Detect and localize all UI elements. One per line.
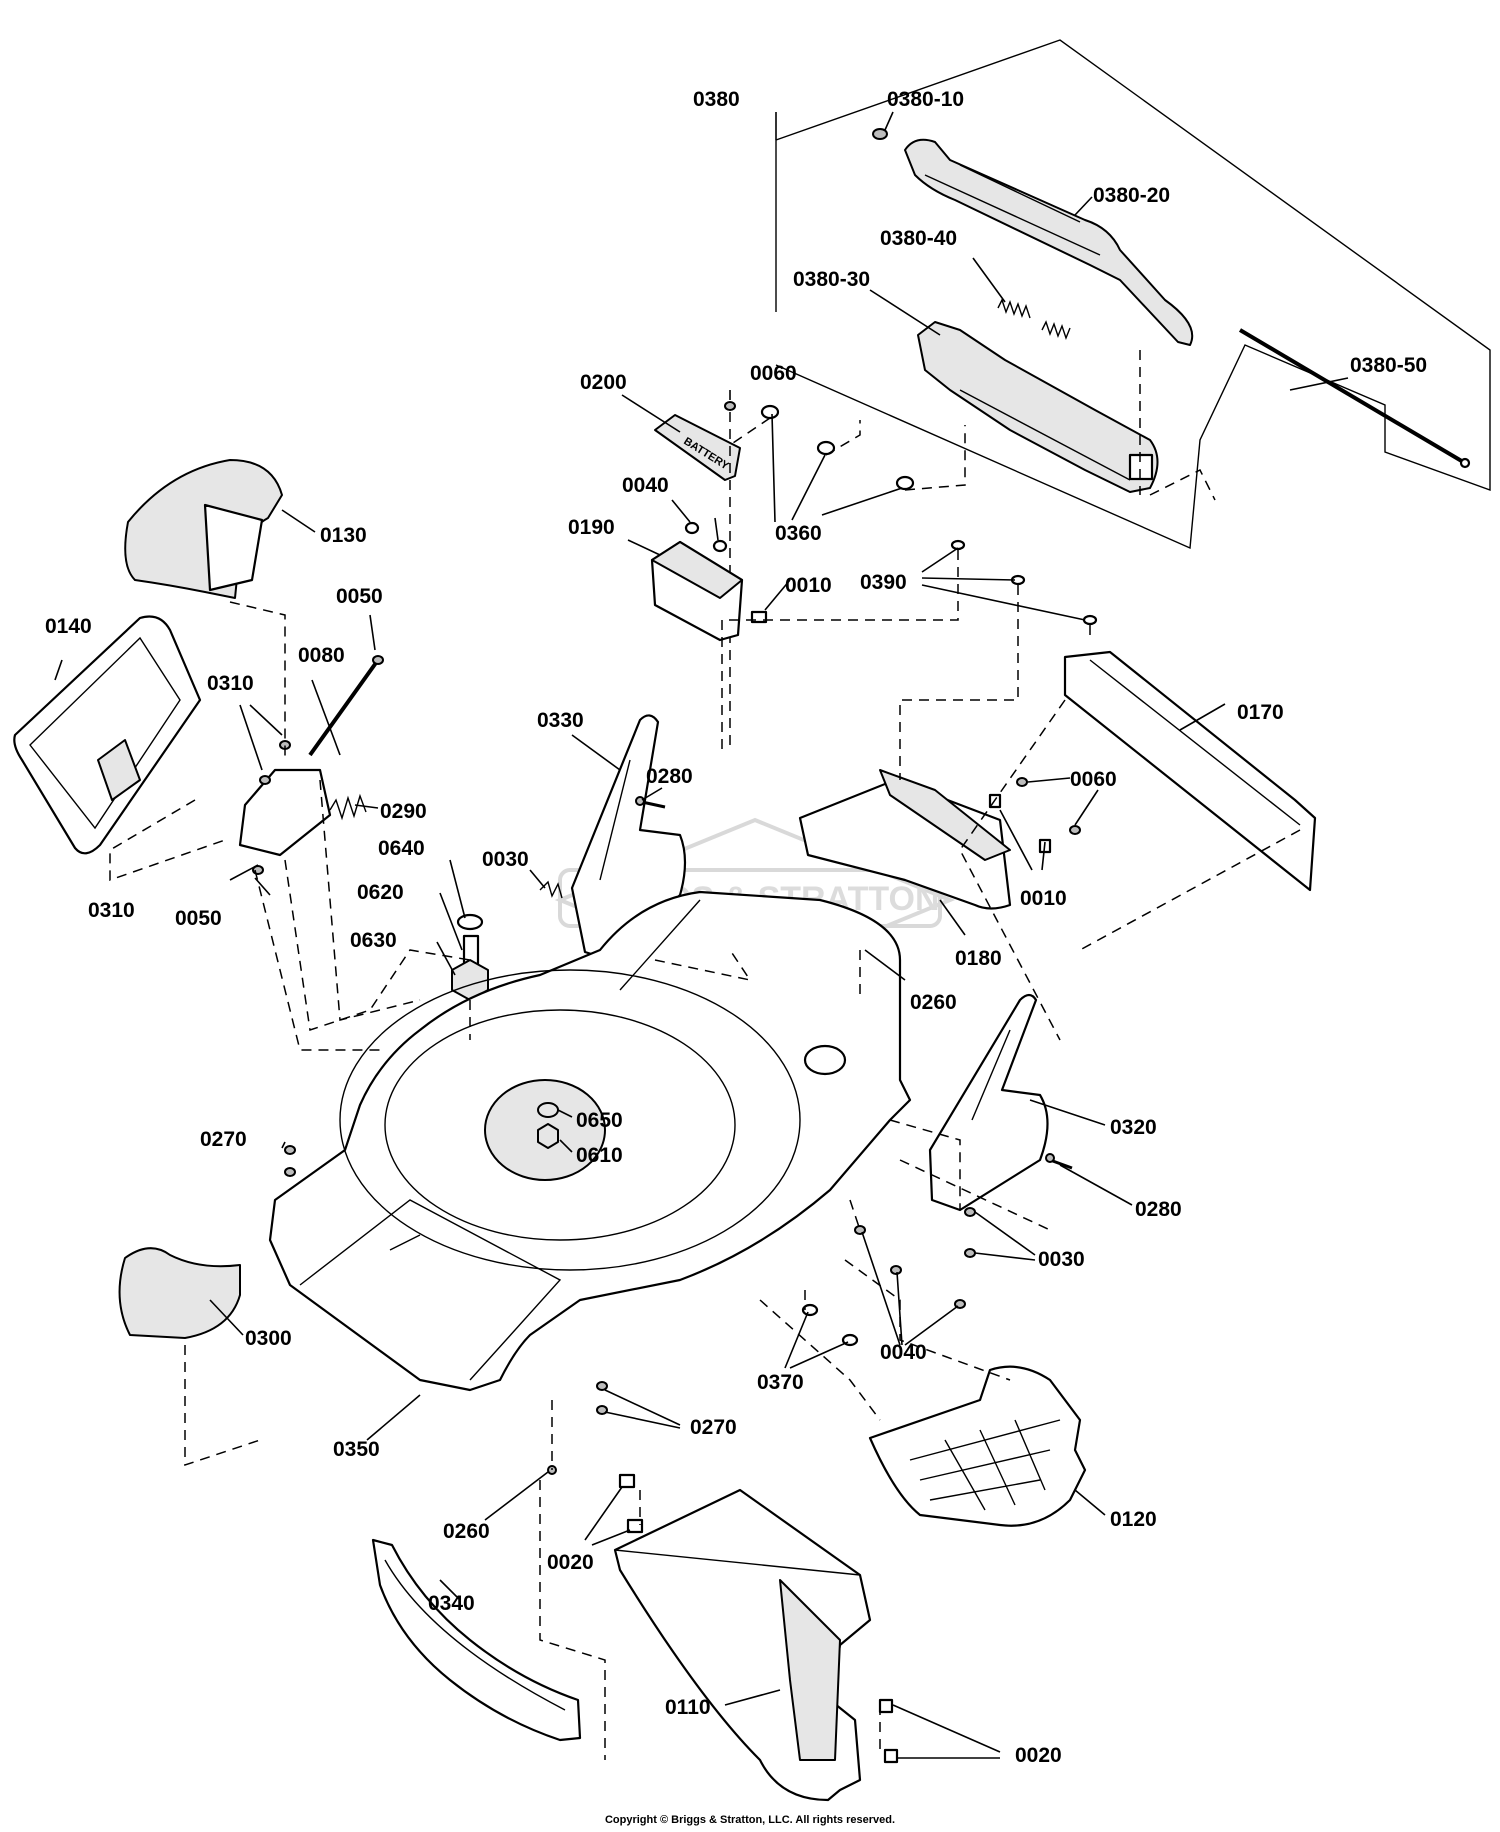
part-0320-right-bracket [928,993,1049,1212]
part-0180-rear-guard [798,769,1012,910]
label-0380-30: 0380-30 [793,268,870,291]
label-0650: 0650 [576,1109,623,1132]
label-0610: 0610 [576,1144,623,1167]
part-0380-30-handle-bracket [917,321,1159,493]
label-0050-top: 0050 [336,585,383,608]
label-0380: 0380 [693,88,740,111]
part-0310-bracket [238,740,332,875]
part-0120-mulch-plug [868,1365,1087,1527]
part-0030-spring-left [539,880,563,899]
label-0030-right: 0030 [1038,1248,1085,1271]
label-0630: 0630 [350,929,397,952]
part-0280-bolt-right [1045,1153,1073,1170]
label-0340: 0340 [428,1592,475,1615]
part-0060-screws-right [1016,777,1081,835]
part-0130-rear-flap [124,459,283,599]
label-0180: 0180 [955,947,1002,970]
label-0300: 0300 [245,1327,292,1350]
label-0120: 0120 [1110,1508,1157,1531]
label-0030-left: 0030 [482,848,529,871]
assembly-guide-lines [109,350,1301,1760]
label-0040-bottom: 0040 [880,1341,927,1364]
copyright-notice: Copyright © Briggs & Stratton, LLC. All … [604,1814,896,1826]
label-0350: 0350 [333,1438,380,1461]
label-0280-right: 0280 [1135,1198,1182,1221]
callout-labels: 0380 0380-10 0380-20 0380-40 0380-30 038… [45,88,1427,1767]
part-0270-screws-bottom [596,1381,608,1415]
part-0340-front-skirt [371,1538,582,1742]
label-0200: 0200 [580,371,627,394]
part-0640-0620-0630-adjuster [451,913,489,1001]
callout-leaders [54,111,1349,1759]
part-0140-rear-door [13,615,202,855]
part-0010-clip-top [750,610,768,624]
label-0380-10: 0380-10 [887,88,964,111]
part-0190-battery-box [650,540,744,642]
part-0170-rear-skirt [1063,650,1317,892]
label-0130: 0130 [320,524,367,547]
label-0060-right: 0060 [1070,768,1117,791]
label-0080: 0080 [298,644,345,667]
label-0640: 0640 [378,837,425,860]
label-0390: 0390 [860,571,907,594]
label-0380-50: 0380-50 [1350,354,1427,377]
part-0380-50-rod [1238,328,1471,469]
label-0260-top: 0260 [910,991,957,1014]
label-0110: 0110 [665,1696,711,1719]
part-0040-screws-top [684,521,728,553]
label-0290: 0290 [380,800,427,823]
label-0020-bottom: 0020 [1015,1744,1062,1767]
label-0270-bottom: 0270 [690,1416,737,1439]
part-0380-20-control-bar [904,138,1194,346]
part-0380-10-screw [872,128,888,140]
label-0170: 0170 [1237,701,1284,724]
part-0060-screw [724,401,736,746]
part-0380-40-springs [997,298,1071,341]
label-0360: 0360 [775,522,822,545]
part-0080-rod [308,655,384,757]
part-0030-screws-right [964,1207,976,1258]
part-0020-clips-bottom [878,1698,899,1764]
part-0370-nuts [801,1303,859,1347]
part-0300-side-cover [118,1247,241,1339]
label-0620: 0620 [357,881,404,904]
label-0330: 0330 [537,709,584,732]
label-0310-bottom: 0310 [88,899,135,922]
label-0050-bottom: 0050 [175,907,222,930]
part-0290-spring [329,793,367,821]
label-0190: 0190 [568,516,615,539]
part-0650-0610-hardware [537,1102,559,1149]
label-0380-20: 0380-20 [1093,184,1170,207]
part-0390-washers [950,539,1098,626]
assembly-0380-outline [775,39,1491,550]
label-0270-left: 0270 [200,1128,247,1151]
part-0330-left-bracket [570,714,687,962]
part-0040-screws-bottom [854,1225,966,1309]
label-0010-top: 0010 [785,574,832,597]
label-0310-top: 0310 [207,672,254,695]
label-0370: 0370 [757,1371,804,1394]
part-0360-nuts [760,404,915,491]
part-0280-bolt-top [635,796,666,809]
part-0350-mower-deck [268,890,912,1392]
label-0260-bottom: 0260 [443,1520,490,1543]
label-0060-top: 0060 [750,362,797,385]
label-0320: 0320 [1110,1116,1157,1139]
label-0040-top: 0040 [622,474,669,497]
part-0270-screws-left [284,1145,296,1177]
label-0380-40: 0380-40 [880,227,957,250]
label-0010-right: 0010 [1020,887,1067,910]
part-0020-clips-top [618,1473,644,1534]
label-0020-top: 0020 [547,1551,594,1574]
part-0110-discharge-chute [613,1488,872,1802]
label-0280-top: 0280 [646,765,693,788]
label-0140: 0140 [45,615,92,638]
